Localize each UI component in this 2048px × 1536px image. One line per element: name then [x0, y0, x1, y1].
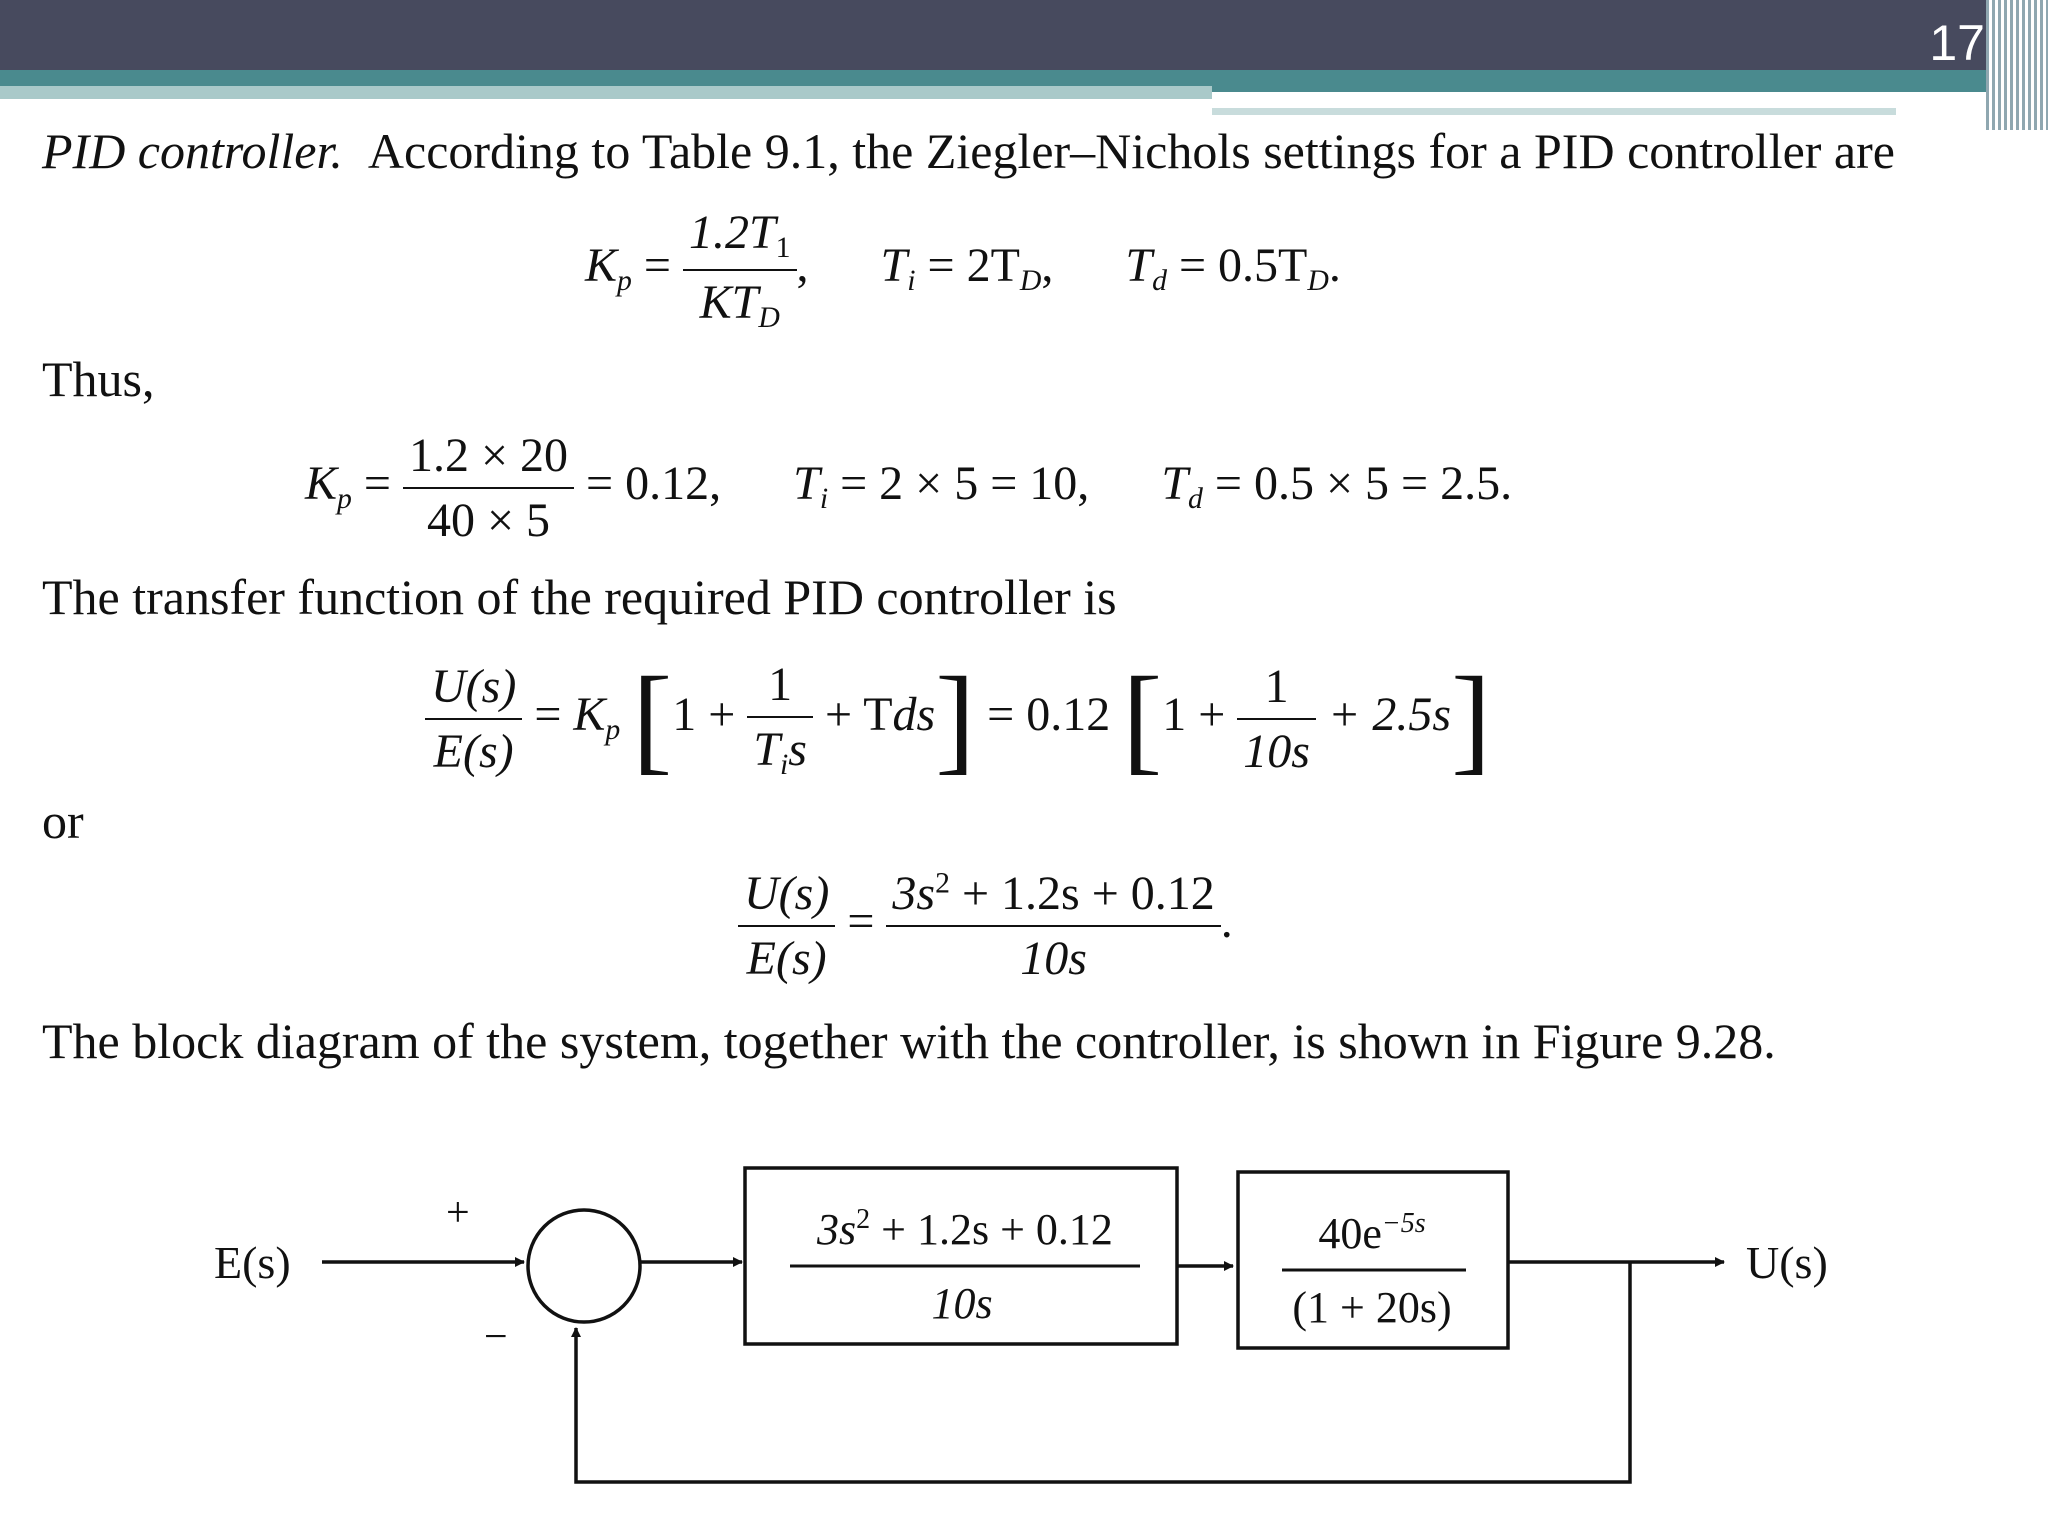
td-symbol: T — [1161, 457, 1189, 511]
minus-sign: − — [484, 1314, 508, 1360]
ti-subscript: i — [907, 263, 916, 297]
intro-text: According to Table 9.1, the Ziegler–Nich… — [367, 123, 1895, 179]
plus-sign: + — [446, 1190, 470, 1236]
header-accent-band-light — [0, 86, 1212, 99]
equals-sign: = — [643, 238, 671, 292]
formula-zn-settings: Kp = 1.2T1 KTD , Ti = 2TD, Td = 0.5TD. — [585, 205, 1341, 335]
ti-result: = 2 × 5 = 10, — [840, 457, 1090, 511]
formula-controller-tf: U(s) E(s) = 3s2 + 1.2s + 0.12 10s . — [738, 866, 1233, 986]
ti-value: = 2T — [927, 238, 1020, 292]
kp-fraction: 1.2 × 20 40 × 5 — [402, 428, 575, 548]
slide-number: 17 — [1929, 15, 1985, 71]
formula-computed-settings: Kp = 1.2 × 20 40 × 5 = 0.12, Ti = 2 × 5 … — [305, 428, 1512, 548]
ti-symbol: T — [880, 238, 908, 292]
left-bracket: [ — [1122, 652, 1163, 785]
kp-denominator: KT — [699, 275, 759, 329]
period: . — [1328, 238, 1341, 292]
block-diagram: E(s) U(s) + − 3s2 + 1.2s + 0.12 10s 40e−… — [214, 1166, 1828, 1484]
block-diagram-intro-text: The block diagram of the system, togethe… — [42, 1013, 1776, 1069]
kp-symbol: K — [305, 457, 338, 511]
lhs-numerator: U(s) — [425, 659, 523, 720]
kp-result: = 0.12, — [586, 457, 722, 511]
integral-numerator: 1 — [747, 657, 813, 718]
rhs-numerator-a: 3s — [892, 867, 936, 920]
one-plus: 1 + — [672, 688, 736, 742]
separator: , — [796, 238, 809, 292]
slide-header-bar — [0, 0, 2048, 70]
rhs-denominator: 10s — [1020, 932, 1087, 985]
rhs-numerator-sup: 2 — [935, 866, 950, 900]
kp-subscript: p — [337, 481, 352, 515]
derivative-term-numeric: + 2.5s — [1327, 688, 1452, 742]
kp-symbol: K — [585, 238, 618, 292]
lhs-denominator: E(s) — [433, 725, 514, 778]
plant-numerator: 40e−5s — [1318, 1208, 1425, 1258]
formula-transfer-function: U(s) E(s) = Kp [1 + 1 Tis + Tds] = 0.12 … — [425, 650, 1491, 788]
td-subscript: d — [1152, 263, 1167, 297]
lhs-numerator: U(s) — [738, 866, 836, 927]
right-bracket: ] — [1451, 652, 1492, 785]
intro-emphasis: PID controller. — [42, 123, 343, 179]
lhs-denominator: E(s) — [746, 932, 827, 985]
td-symbol: T — [1125, 238, 1153, 292]
one-plus: 1 + — [1162, 688, 1226, 742]
controller-denominator: 10s — [931, 1279, 992, 1328]
ti-value-sub: D — [1019, 263, 1042, 297]
integral-denominator-sub: i — [780, 747, 789, 781]
integral-numerator: 1 — [1237, 659, 1316, 720]
right-bracket: ] — [935, 652, 976, 785]
equals-sign: = — [847, 895, 875, 949]
controller-numerator: 3s2 + 1.2s + 0.12 — [816, 1204, 1113, 1254]
kp-denominator-sub: D — [758, 300, 780, 334]
kp-subscript: p — [617, 263, 632, 297]
equals-sign: = — [534, 688, 562, 742]
kp-subscript: p — [605, 712, 621, 746]
rhs-numerator-b: + 1.2s + 0.12 — [961, 867, 1215, 920]
td-result: = 0.5 × 5 = 2.5. — [1214, 457, 1513, 511]
numeric-gain: = 0.12 — [987, 688, 1111, 742]
ti-subscript: i — [819, 481, 829, 515]
separator: , — [1041, 238, 1054, 292]
plant-block — [1236, 1170, 1510, 1350]
lhs-fraction: U(s) E(s) — [425, 659, 523, 779]
kp-numerator: 1.2 × 20 — [402, 428, 575, 489]
feedback-path — [571, 1262, 1632, 1484]
header-stripes — [1986, 0, 2048, 130]
or-text: or — [42, 793, 84, 849]
integral-fraction-numeric: 1 10s — [1237, 659, 1316, 779]
kp-fraction: 1.2T1 KTD — [682, 205, 797, 335]
kp-numerator-sub: 1 — [775, 230, 791, 264]
integral-denominator: T — [753, 722, 781, 776]
intro-paragraph: PID controller. According to Table 9.1, … — [42, 122, 1895, 180]
integral-denominator: 10s — [1243, 725, 1310, 778]
equals-sign: = — [363, 457, 391, 511]
kp-denominator: 40 × 5 — [426, 494, 551, 547]
rhs-fraction: 3s2 + 1.2s + 0.12 10s — [886, 866, 1221, 986]
td-value: = 0.5T — [1178, 238, 1308, 292]
derivative-term-ds: ds — [892, 688, 936, 742]
td-subscript: d — [1188, 481, 1203, 515]
plant-denominator: (1 + 20s) — [1292, 1283, 1451, 1332]
integral-fraction: 1 Tis — [747, 657, 813, 782]
period: . — [1220, 895, 1233, 949]
kp-symbol: K — [573, 688, 606, 742]
kp-numerator: 1.2T — [688, 206, 776, 259]
ti-symbol: T — [793, 457, 820, 511]
header-accent-band-thin — [1212, 108, 1896, 115]
integral-denominator-s: s — [788, 722, 807, 776]
td-value-sub: D — [1307, 263, 1329, 297]
tf-intro-text: The transfer function of the required PI… — [42, 569, 1117, 625]
output-label: U(s) — [1746, 1237, 1828, 1288]
controller-block — [743, 1166, 1179, 1346]
lhs-fraction: U(s) E(s) — [738, 866, 836, 986]
thus-text: Thus, — [42, 351, 155, 407]
left-bracket: [ — [632, 652, 673, 785]
input-label: E(s) — [214, 1237, 291, 1288]
derivative-term: + T — [824, 688, 893, 742]
summing-junction — [526, 1208, 642, 1324]
